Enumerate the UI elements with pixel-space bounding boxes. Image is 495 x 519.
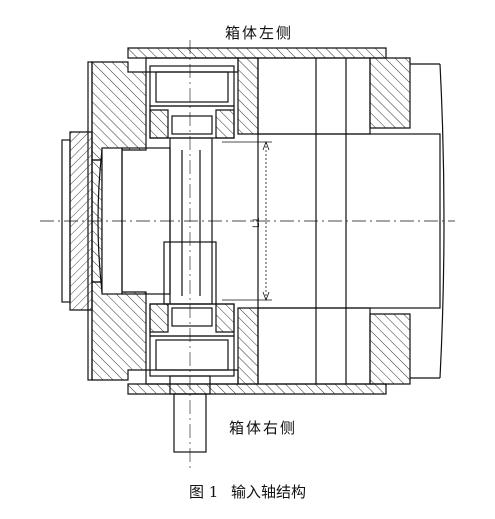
housing-bottom-wall: [127, 307, 440, 395]
housing-right-side-label: 箱体右侧: [229, 419, 298, 437]
dimension-l1: [222, 140, 272, 302]
upper-bearing: [149, 65, 235, 139]
figure-title: 输入轴结构: [231, 483, 307, 501]
dimension-label: L1: [252, 217, 262, 228]
lower-bearing: [149, 303, 235, 377]
figure-number: 图 1: [188, 483, 219, 501]
housing-left-side-label: 箱体左侧: [225, 24, 294, 42]
figure-caption: 图 1 输入轴结构: [0, 481, 495, 502]
housing-top-wall: [127, 47, 440, 135]
